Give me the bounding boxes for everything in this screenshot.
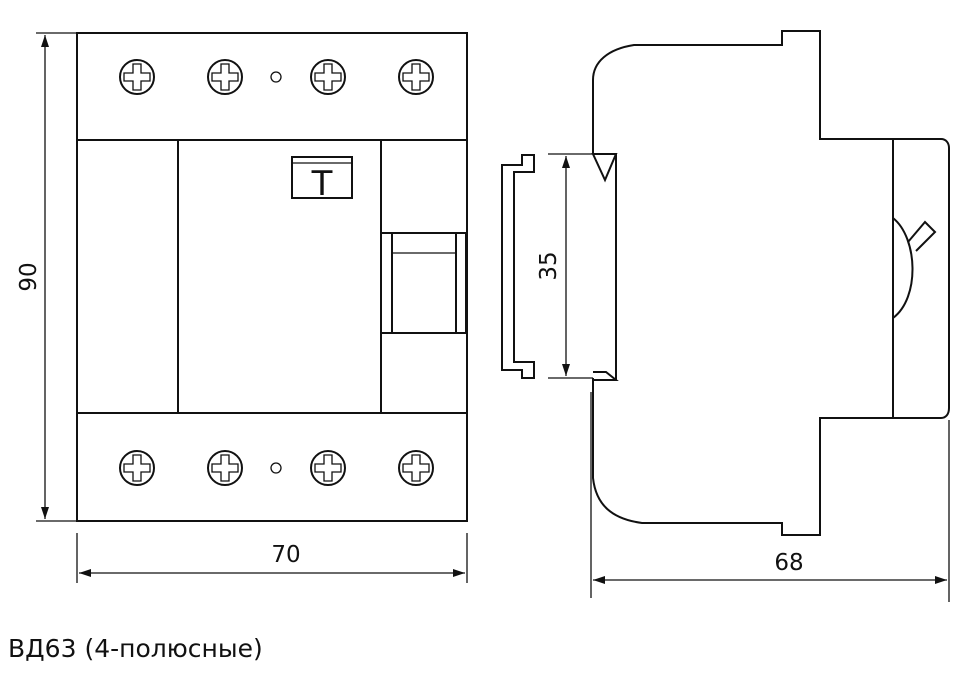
screw-icon [310,450,346,486]
depth-dimension: 68 [590,392,950,602]
rail-clip-top [591,153,618,183]
top-terminal-screws [119,59,434,95]
rail-dimension-label: 35 [536,251,562,280]
test-button-label: T [311,164,333,204]
rail-clip-bottom [593,371,619,381]
front-view: T [76,32,468,522]
screw-icon [398,450,434,486]
rail-dimension: 35 [536,153,615,379]
toggle-lever-side-icon [907,220,937,252]
indicator-dot-icon [270,462,282,474]
screw-icon [119,59,155,95]
screw-icon [398,59,434,95]
height-dimension: 90 [16,32,77,522]
screw-icon [207,59,243,95]
front-body-outline [76,32,468,522]
side-body-outline [592,30,950,536]
height-dimension-label: 90 [16,262,42,291]
screw-icon [119,450,155,486]
depth-dimension-label: 68 [774,550,803,576]
indicator-dot-icon [270,71,282,83]
screw-icon [310,59,346,95]
bottom-terminal-screws [119,450,434,486]
toggle-lever-icon [380,232,467,334]
diagram-caption: ВД63 (4-полюсные) [8,634,263,663]
lever-housing-arc [892,217,914,319]
din-rail-profile [501,154,535,379]
width-dimension-label: 70 [271,542,300,568]
side-view [591,30,950,536]
test-button-icon: T [291,156,353,204]
screw-icon [207,450,243,486]
width-dimension: 70 [76,533,468,583]
